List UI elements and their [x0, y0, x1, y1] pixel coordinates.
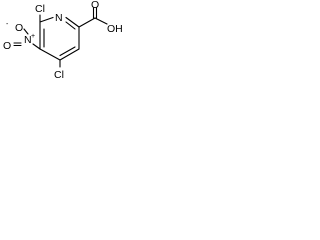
bond-c5-nitro [32, 43, 41, 50]
atom-carbonyl-o: O [91, 0, 99, 11]
charge-minus: - [6, 21, 9, 28]
atom-nitro-o-minus: O [15, 22, 23, 34]
bond-ring-c6-n1 [39, 16, 54, 23]
atom-hydroxyl: OH [107, 23, 123, 35]
atom-n-ring: N [55, 12, 63, 24]
atom-nitro-n-plus: N [24, 34, 32, 46]
bond-ring-c3-c4-inner [59, 46, 76, 57]
bond-carboxyl-oh [94, 17, 108, 25]
atom-cl-top: Cl [35, 3, 45, 15]
bond-ring-n1-c2 [65, 16, 80, 28]
bond-ring-c4-c5 [39, 48, 61, 61]
bond-ring-n1-c2-inner [65, 21, 76, 30]
atom-nitro-o: O [3, 40, 11, 52]
bond-ring-c3-c4 [59, 48, 80, 61]
bond-c2-carboxyl [78, 17, 96, 28]
molecule-structure: Cl N O OH O - N + O Cl [3, 0, 123, 81]
charge-plus: + [31, 33, 35, 40]
bond-nitro-o-minus [23, 28, 29, 35]
atom-cl-bottom: Cl [54, 69, 64, 81]
